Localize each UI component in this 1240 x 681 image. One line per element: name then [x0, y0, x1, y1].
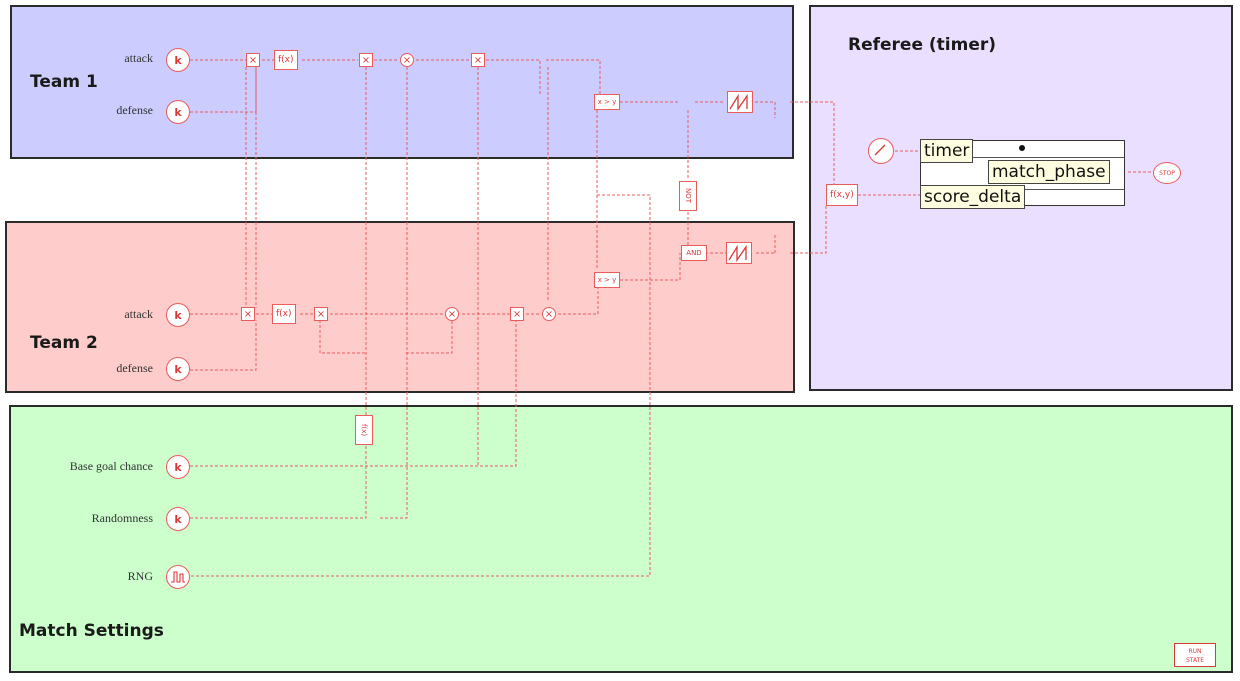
- team2-compare-icon[interactable]: x > y: [594, 272, 620, 288]
- team2-add-icon[interactable]: ×: [445, 307, 459, 321]
- team1-function-icon[interactable]: f(x): [274, 50, 298, 70]
- run-state-button[interactable]: RUN STATE: [1174, 643, 1216, 667]
- run-state-line-2: STATE: [1185, 657, 1205, 664]
- team2-defense-constant-icon[interactable]: k: [166, 357, 190, 381]
- team2-multiply-3-icon[interactable]: ×: [510, 307, 524, 321]
- score-delta-tag: score_delta: [920, 185, 1026, 209]
- run-state-line-1: RUN: [1188, 648, 1202, 655]
- team1-multiply-icon[interactable]: ×: [246, 53, 260, 67]
- base-goal-chance-constant-icon[interactable]: k: [166, 455, 190, 479]
- team1-title: Team 1: [30, 72, 98, 92]
- clock-hand-icon: [874, 144, 886, 156]
- gauge-pin-icon: [1019, 145, 1025, 151]
- settings-title: Match Settings: [19, 621, 164, 641]
- team2-multiply-2-icon[interactable]: ×: [314, 307, 328, 321]
- team1-ramp-icon[interactable]: [727, 91, 753, 113]
- team1-attack-label: attack: [124, 51, 153, 65]
- team1-multiply-2-icon[interactable]: ×: [359, 53, 373, 67]
- team2-function-icon[interactable]: f(x): [272, 304, 296, 324]
- rng-wave-icon: [171, 571, 185, 583]
- ramp-icon: [728, 244, 747, 262]
- timer-tag: timer: [920, 139, 974, 163]
- clock-icon[interactable]: [868, 138, 894, 164]
- team2-ramp-icon[interactable]: [726, 242, 752, 264]
- randomness-function-icon[interactable]: f(x): [355, 415, 373, 445]
- match-phase-tag: match_phase: [988, 160, 1110, 184]
- team1-compare-icon[interactable]: x > y: [594, 94, 620, 110]
- team2-defense-label: defense: [116, 361, 153, 375]
- team1-multiply-3-icon[interactable]: ×: [471, 53, 485, 67]
- ramp-icon: [729, 93, 748, 111]
- team1-add-icon[interactable]: ×: [400, 53, 414, 67]
- team2-attack-label: attack: [124, 307, 153, 321]
- referee-title: Referee (timer): [848, 35, 997, 55]
- team1-panel: [10, 5, 794, 159]
- team2-add-2-icon[interactable]: ×: [542, 307, 556, 321]
- team1-attack-constant-icon[interactable]: k: [166, 48, 190, 72]
- randomness-label: Randomness: [91, 511, 153, 525]
- rng-label: RNG: [127, 569, 153, 583]
- rng-icon[interactable]: [166, 565, 190, 589]
- team2-multiply-icon[interactable]: ×: [241, 307, 255, 321]
- not-block[interactable]: NOT: [679, 181, 697, 211]
- settings-panel: [9, 405, 1233, 673]
- team2-attack-constant-icon[interactable]: k: [166, 303, 190, 327]
- and-block[interactable]: AND: [681, 245, 707, 261]
- gauge-divider: [921, 157, 1124, 158]
- team1-defense-label: defense: [116, 103, 153, 117]
- team1-defense-constant-icon[interactable]: k: [166, 100, 190, 124]
- team2-title: Team 2: [30, 333, 98, 353]
- referee-function-icon[interactable]: f(x,y): [826, 184, 858, 206]
- stop-button[interactable]: STOP: [1153, 162, 1181, 184]
- base-goal-chance-label: Base goal chance: [69, 459, 153, 473]
- team2-panel: [5, 221, 795, 393]
- randomness-constant-icon[interactable]: k: [166, 507, 190, 531]
